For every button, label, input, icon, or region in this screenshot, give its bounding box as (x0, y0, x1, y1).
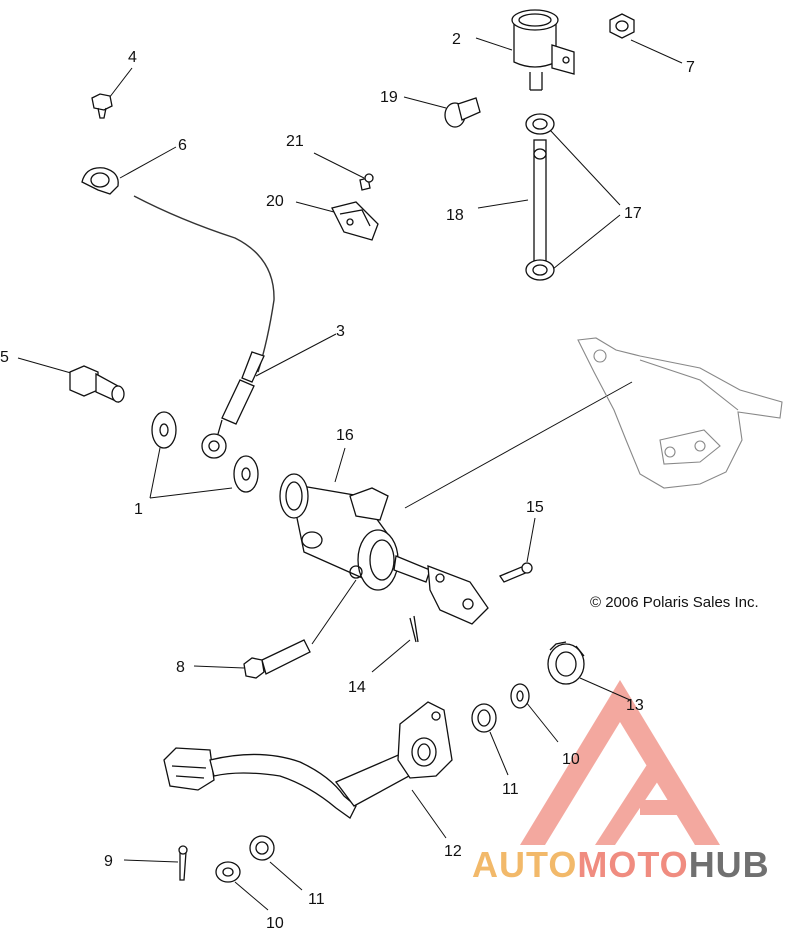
part-1-washers (151, 411, 259, 493)
part-4-bolt (91, 93, 113, 119)
callout-20: 20 (266, 193, 284, 210)
callout-12: 12 (444, 843, 462, 860)
part-21-pin (359, 173, 374, 191)
part-10-washer-upper (510, 683, 530, 709)
callout-15: 15 (526, 499, 544, 516)
callout-11-lower: 11 (308, 891, 325, 908)
callout-11-upper: 11 (502, 781, 519, 798)
callout-17: 17 (624, 205, 642, 222)
callout-4: 4 (128, 49, 137, 66)
callout-13: 13 (626, 697, 644, 714)
mounting-bracket (577, 337, 783, 489)
svg-text:AUTOMOTOHUB: AUTOMOTOHUB (472, 844, 770, 885)
watermark-logo-icon (520, 680, 720, 845)
callout-16: 16 (336, 427, 354, 444)
part-6-clamp (81, 167, 119, 195)
callout-8: 8 (176, 659, 185, 676)
leader-lines (17, 37, 683, 911)
callout-labels: 1 2 3 4 5 6 7 8 9 10 10 11 11 12 13 14 1… (0, 31, 695, 929)
part-15-pin (499, 562, 533, 583)
callout-1: 1 (134, 501, 143, 518)
callout-9: 9 (104, 853, 113, 870)
callout-10-upper: 10 (562, 751, 580, 768)
callout-14: 14 (348, 679, 366, 696)
copyright-text: © 2006 Polaris Sales Inc. (590, 594, 759, 611)
callout-7: 7 (686, 59, 695, 76)
callout-3: 3 (336, 323, 345, 340)
part-13-spring (547, 641, 585, 685)
callout-5: 5 (0, 349, 9, 366)
watermark-moto: MOTO (577, 844, 688, 885)
part-16-master-cylinder (279, 473, 489, 625)
part-11-bushing-upper (471, 703, 497, 733)
part-14-cotter-pin (409, 615, 419, 643)
part-19-bolt (444, 97, 481, 128)
part-17-hose-clamps (525, 113, 555, 281)
part-8-bolt (243, 639, 311, 679)
part-2-reservoir (511, 9, 575, 91)
part-3-cable (133, 195, 275, 459)
part-5-fitting (69, 365, 125, 404)
part-20-bracket (331, 201, 379, 241)
callout-10-lower: 10 (266, 915, 284, 929)
part-9-pin (178, 845, 188, 881)
callout-2: 2 (452, 31, 461, 48)
callout-18: 18 (446, 207, 464, 224)
part-10-washer-lower (215, 861, 241, 883)
watermark-text: AUTOMOTOHUB (472, 844, 770, 885)
callout-21: 21 (286, 133, 304, 150)
part-12-brake-pedal (163, 701, 453, 819)
part-7-nut (609, 13, 635, 39)
callout-6: 6 (178, 137, 187, 154)
watermark-auto: AUTO (472, 844, 577, 885)
callout-19: 19 (380, 89, 398, 106)
part-11-bushing-lower (249, 835, 275, 861)
watermark-hub: HUB (689, 844, 770, 885)
